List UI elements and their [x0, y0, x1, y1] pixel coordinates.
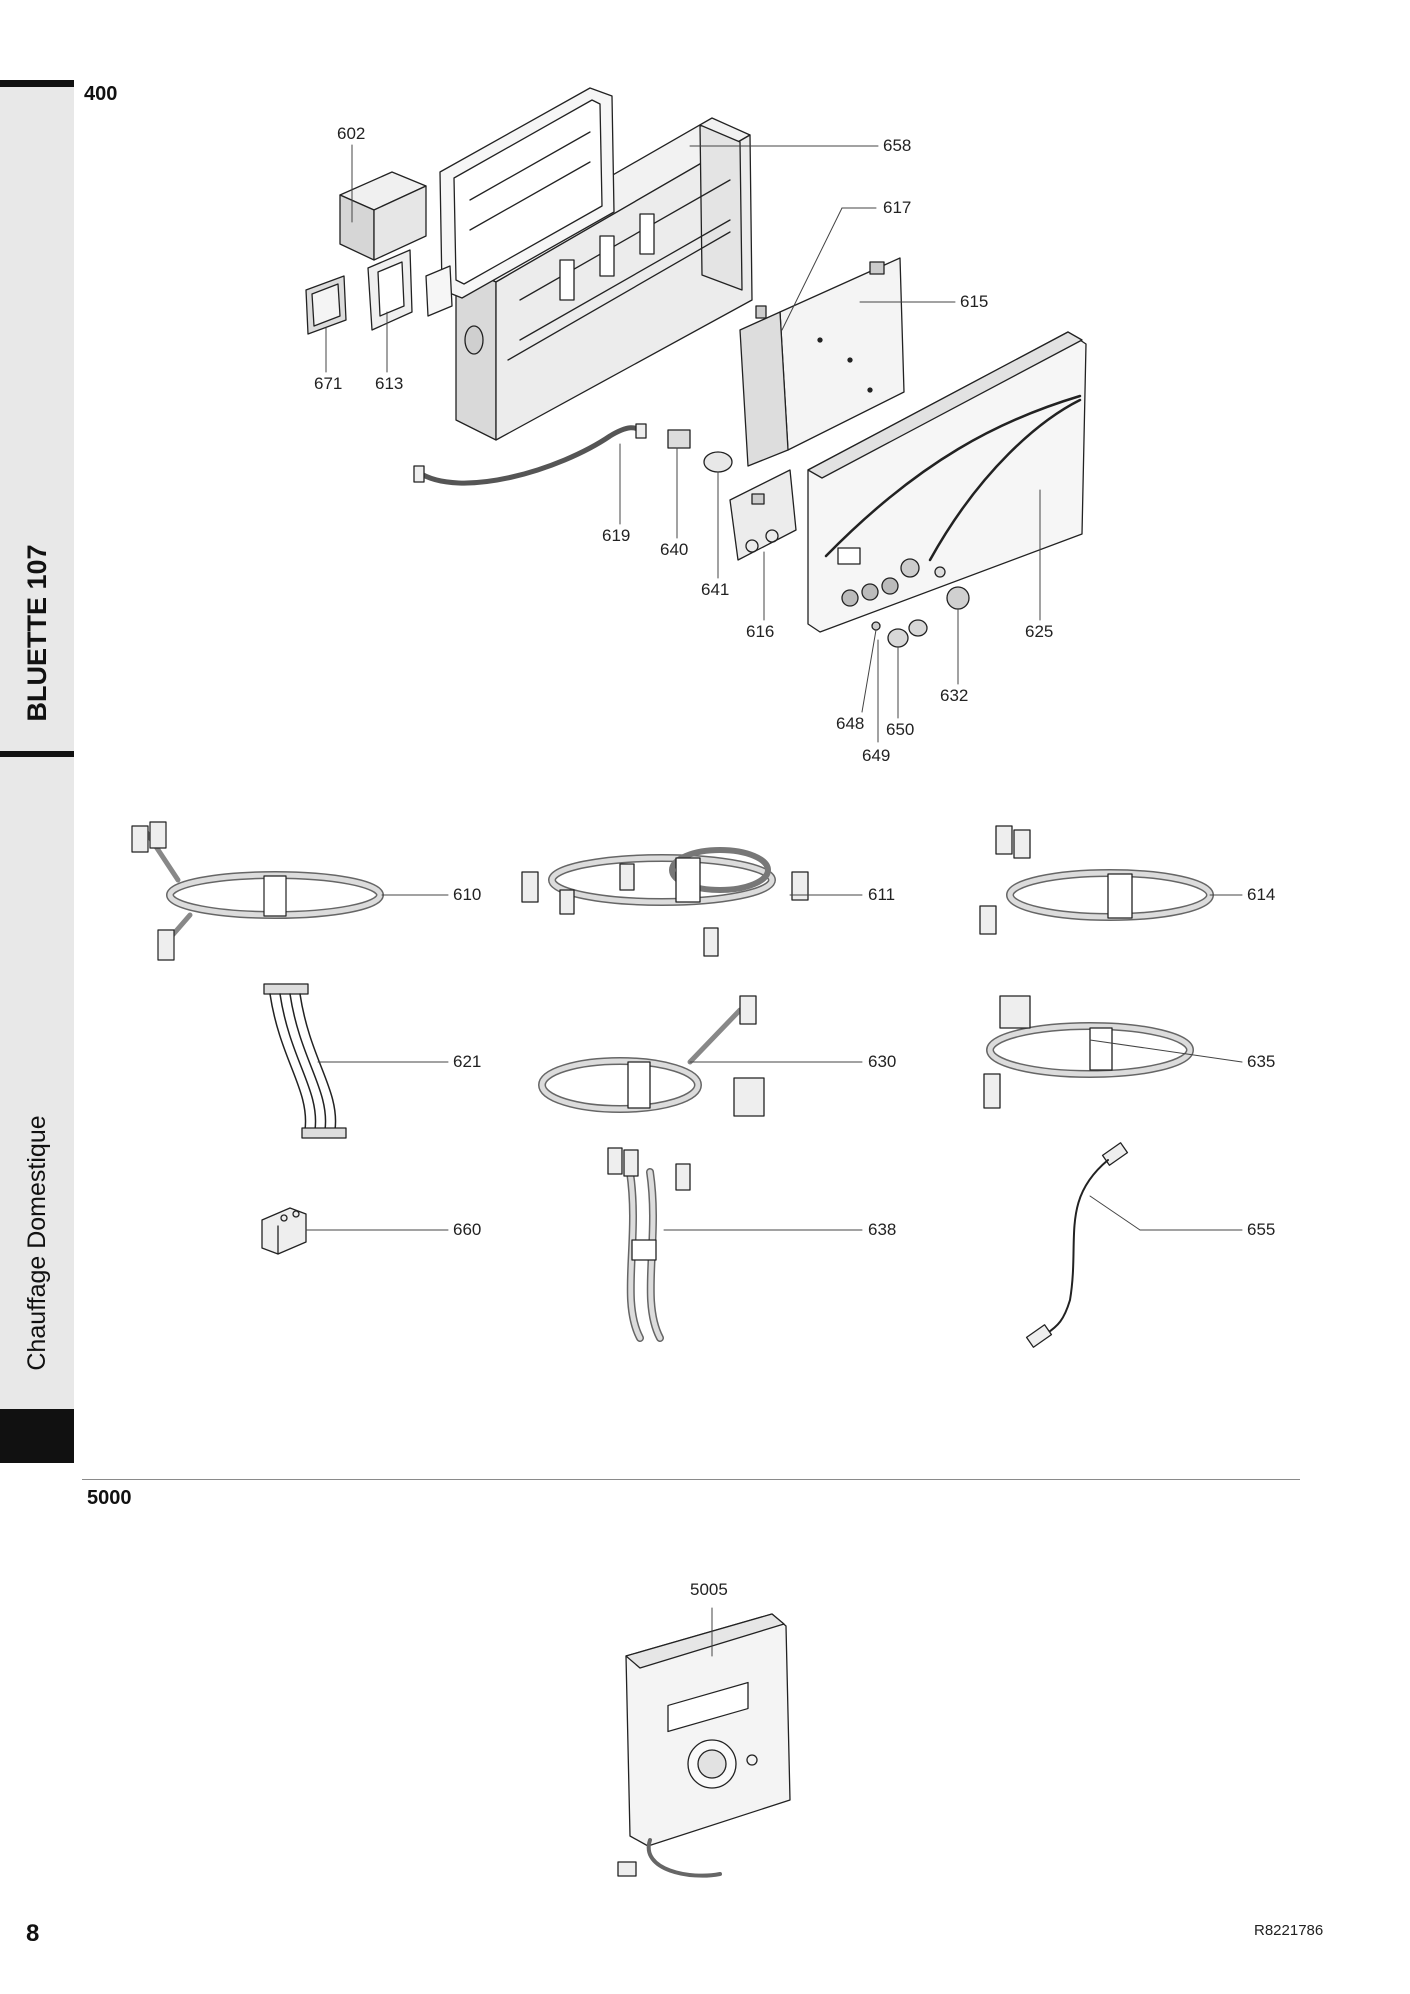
part-label-5005: 5005 [690, 1580, 728, 1599]
part-label-671: 671 [314, 374, 343, 393]
sidebar-black-tab [0, 1409, 74, 1463]
cable-619-shape [415, 425, 643, 486]
board-615-shape [739, 257, 905, 467]
part-label-621: 621 [453, 1052, 482, 1071]
ring-641-shape [703, 451, 733, 473]
thermostat-5005-shape [617, 1613, 791, 1878]
part-label-611: 611 [868, 885, 896, 904]
front-panel-625-shape [807, 331, 1087, 633]
part-label-614: 614 [1247, 885, 1276, 904]
section-5000-title: 5000 [87, 1487, 132, 1509]
part-label-610: 610 [453, 885, 482, 904]
part-label-660: 660 [453, 1220, 482, 1239]
harness-638-shape [607, 1147, 691, 1342]
sidebar-band [0, 82, 74, 1452]
part-label-632: 632 [940, 686, 969, 705]
part-label-655: 655 [1247, 1220, 1276, 1239]
part-label-650: 650 [886, 720, 915, 739]
part-label-640: 640 [660, 540, 689, 559]
section-400-title: 400 [84, 83, 118, 105]
part-label-616: 616 [746, 622, 775, 641]
knob-650-shape [887, 628, 909, 648]
box-602-shape [339, 171, 427, 261]
document-reference: R8221786 [1254, 1922, 1324, 1939]
sidebar-top-rule [0, 80, 74, 87]
frame-613-shape [367, 249, 413, 331]
part-label-615: 615 [960, 292, 989, 311]
part-label-648: 648 [836, 714, 865, 733]
cover-671-shape [305, 275, 347, 335]
harness-611-shape [521, 847, 809, 957]
part-label-625: 625 [1025, 622, 1054, 641]
harness-635-shape [983, 995, 1194, 1109]
harness-630-shape [538, 995, 765, 1117]
part-label-613: 613 [375, 374, 404, 393]
section-divider [82, 1479, 1300, 1480]
terminal-660-shape [261, 1207, 307, 1255]
ribbon-621-shape [263, 983, 347, 1139]
part-label-635: 635 [1247, 1052, 1276, 1071]
part-label-630: 630 [868, 1052, 897, 1071]
board-616-shape [729, 469, 797, 561]
harness-610-shape [131, 821, 384, 961]
part-label-638: 638 [868, 1220, 897, 1239]
part-label-641: 641 [701, 580, 730, 599]
part-label-619: 619 [602, 526, 631, 545]
part-label-617: 617 [883, 198, 912, 217]
sensor-655-shape [1025, 1142, 1129, 1348]
page-number: 8 [26, 1920, 40, 1947]
part-label-658: 658 [883, 136, 912, 155]
part-label-649: 649 [862, 746, 891, 765]
part-label-602: 602 [337, 124, 366, 143]
harness-614-shape [979, 825, 1214, 935]
knob-632-shape [946, 586, 970, 610]
sidebar-mid-rule [0, 751, 74, 757]
connector-640-shape [667, 429, 691, 449]
